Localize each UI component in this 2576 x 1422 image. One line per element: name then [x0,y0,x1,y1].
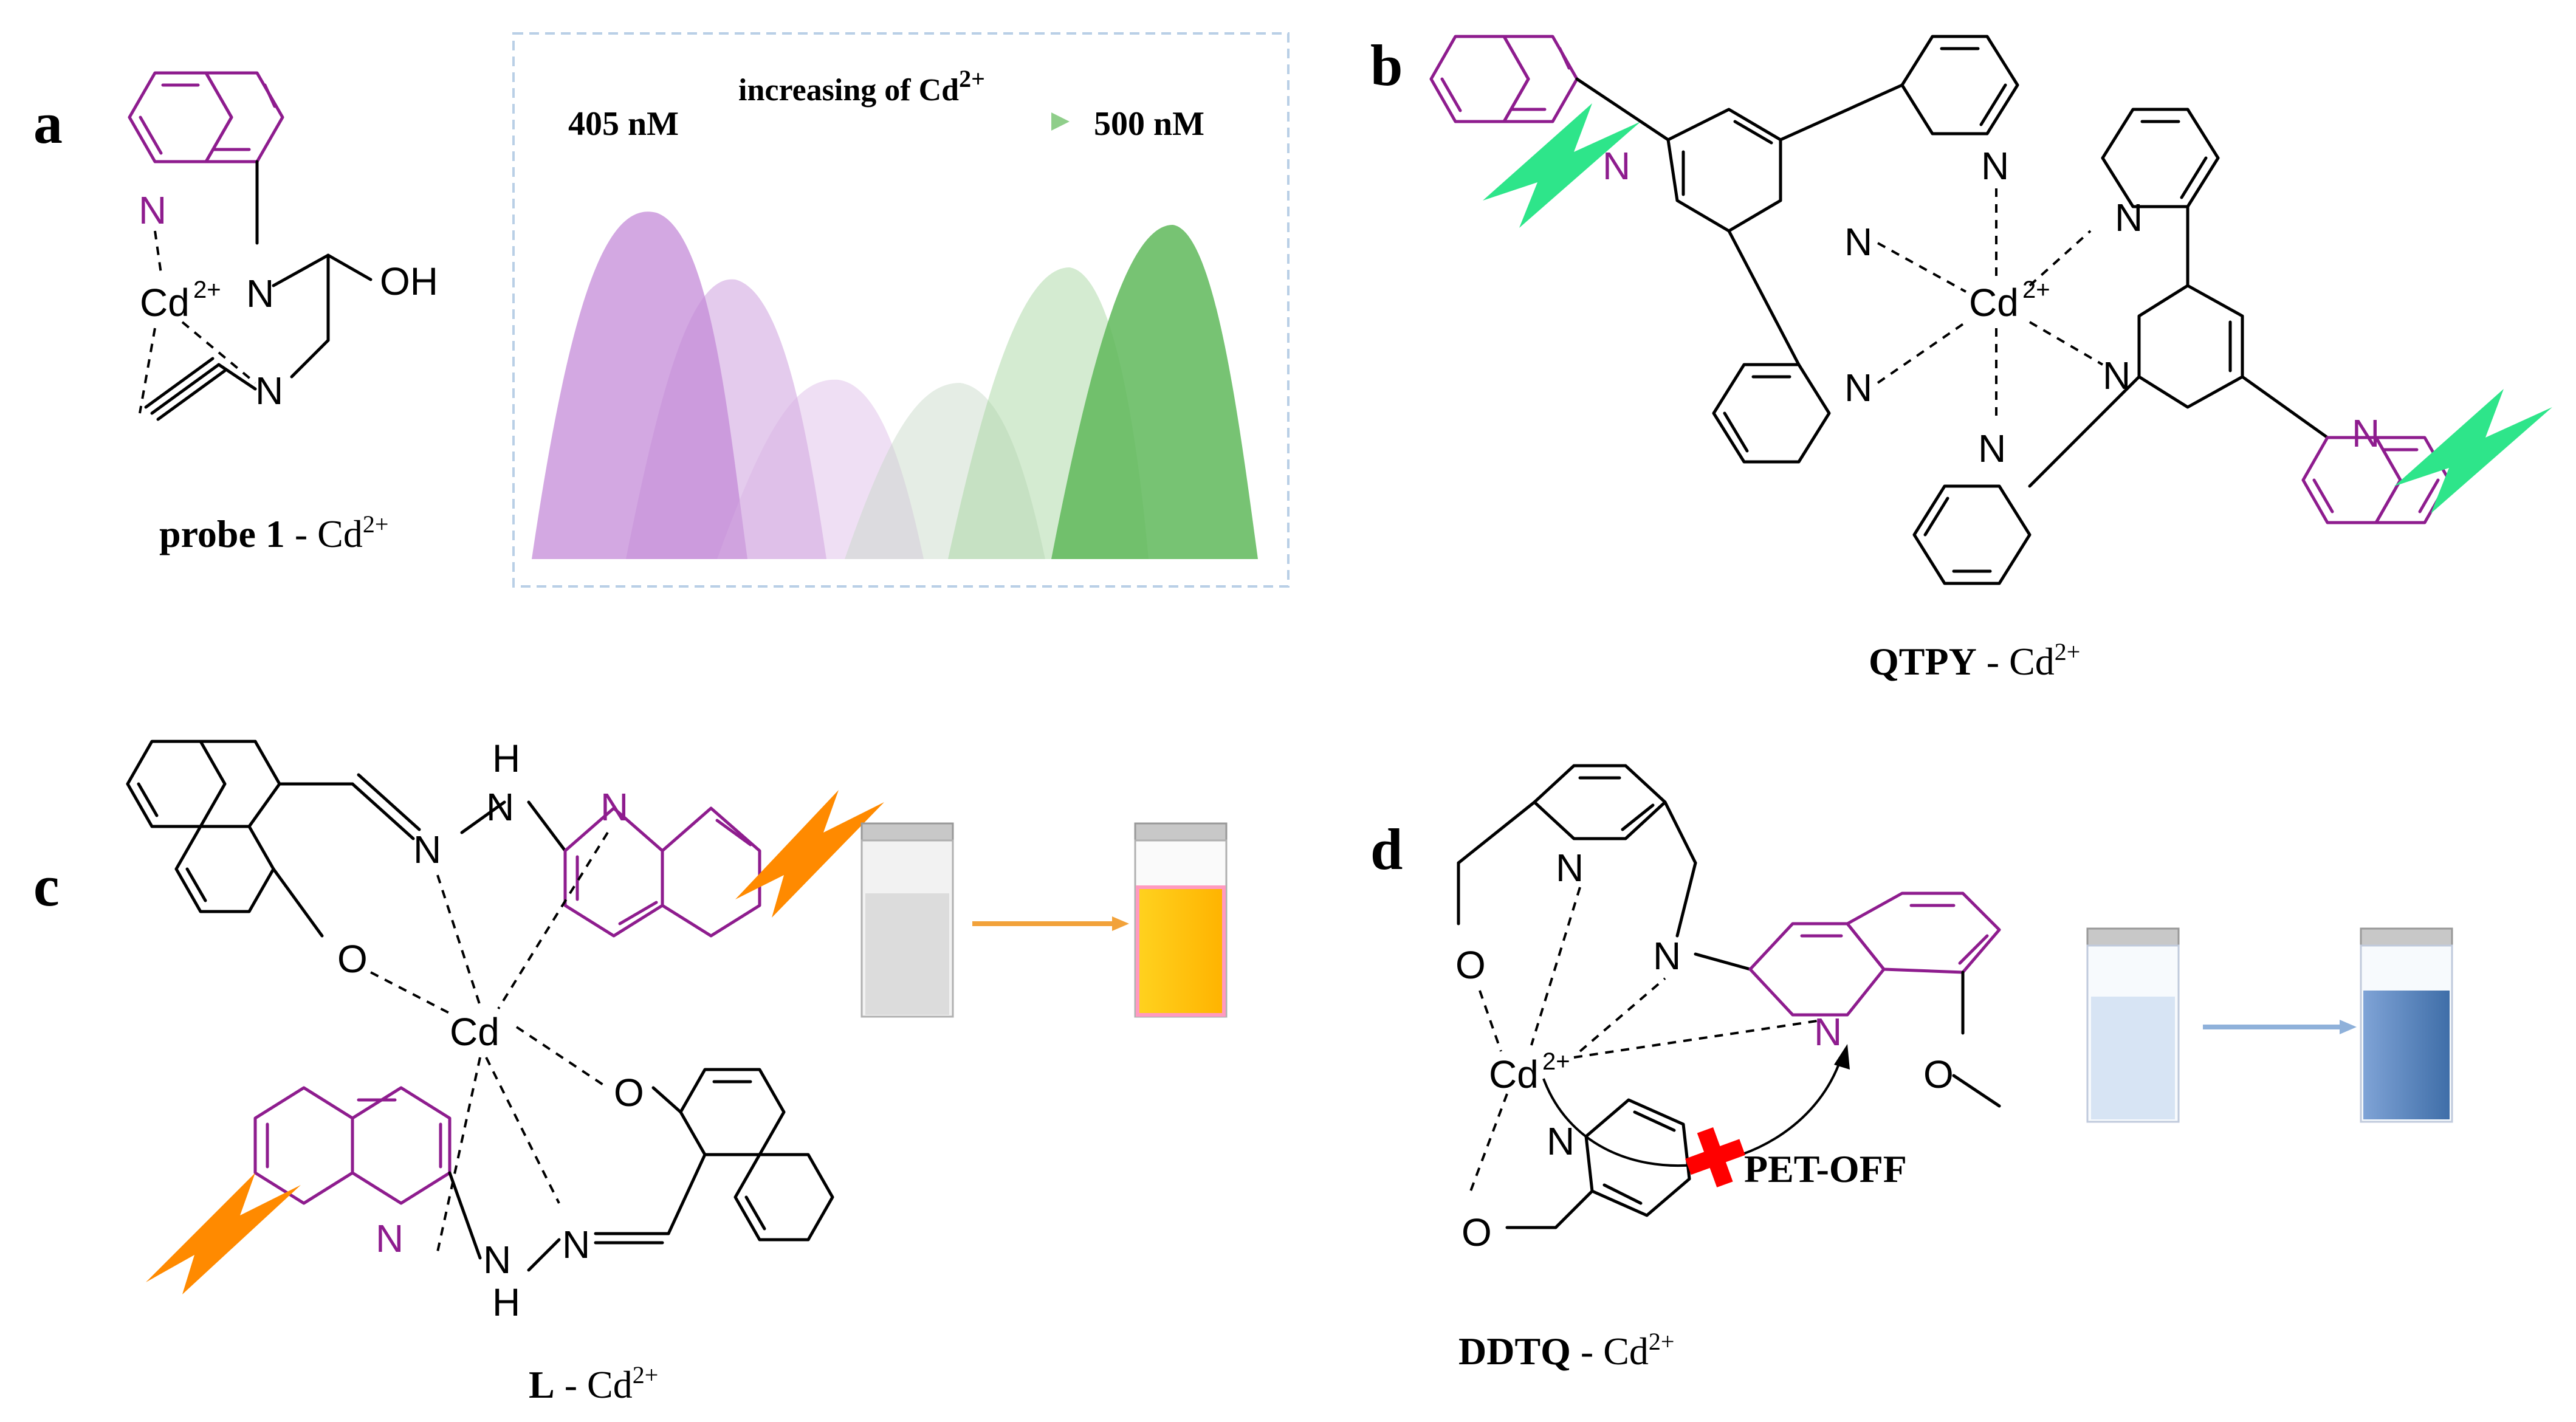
atom-o: O [1455,943,1486,987]
vial-light-blue [2086,927,2180,1123]
vial-blue [2360,927,2453,1123]
atom-o: O [337,937,368,981]
atom-n-pyridine-3: N [1844,366,1872,410]
atom-cd: Cd [1489,1053,1539,1096]
vial-yellow [1134,822,1228,1018]
atom-n-imine: N [413,828,441,871]
emission-inset: 405 nM increasing of Cd2+ 500 nM [512,32,1290,588]
panel-b: b N N N N Cd 2+ [1370,33,2552,683]
L-quinoline-top [563,806,761,938]
atom-n-quinoline-left: N [1602,144,1630,188]
panel-letter-b: b [1370,33,1403,98]
arrow-head [2340,1020,2357,1034]
caption-L: L - Cd2+ [529,1361,658,1406]
atom-n-tertiary: N [255,369,283,413]
qtpy-quinoline-left [1429,35,1579,123]
atom-n-pyridine-1: N [1981,144,2009,188]
ddtq-quinoline [1748,891,2001,1017]
peak-2 [626,279,826,559]
atom-n-pyridine-2: N [1547,1119,1575,1163]
cd-charge: 2+ [193,276,221,303]
vial-colorless [860,822,954,1018]
cd-charge: 2+ [1542,1048,1570,1075]
lightning-icon [146,1173,301,1294]
atom-cd: Cd [1969,281,2019,325]
peak-3 [717,379,924,559]
inset-end-label: 500 nM [1094,105,1204,143]
panel-letter-d: d [1370,817,1403,882]
atom-n-quinoline: N [1814,1010,1842,1054]
lightning-icon [735,790,884,918]
panel-a: a N Cd 2+ N OH N probe 1 - Cd2+ [33,32,1290,588]
atom-n-quinoline: N [600,785,628,829]
atom-n-pyridine: N [1556,846,1584,890]
panel-letter-c: c [33,853,60,918]
atom-h-2: H [492,1280,520,1324]
pet-cross-icon [1685,1127,1745,1187]
lightning-icon [2394,389,2552,514]
atom-oh: OH [380,259,438,303]
atom-n-amine: N [1653,934,1681,978]
arrow-head [1112,916,1129,931]
peak-4 [845,383,1045,559]
atom-n-quinoline-right: N [2352,411,2380,455]
atom-nh: N [486,785,514,829]
pet-off-label: PET-OFF [1744,1147,1907,1190]
atom-o-2: O [614,1071,644,1115]
atom-nh-2: N [483,1238,511,1282]
panel-c: c H N N N O Cd [33,737,1228,1406]
panel-d: d N O N N O Cd 2+ [1370,764,2453,1373]
pet-arrow-head [1834,1044,1850,1070]
L-quinoline-bottom [253,1086,452,1205]
atom-o-methoxy: O [1923,1053,1954,1096]
atom-n-pyridine-4: N [2115,196,2143,239]
atom-n-pyridine-6: N [1978,427,2006,470]
atom-o-2: O [1461,1211,1492,1254]
qtpy-quinoline-right [2301,436,2451,524]
probe1-quinoline [128,71,284,163]
lightning-icon [1483,103,1641,228]
caption-probe1: probe 1 - Cd2+ [159,510,388,555]
atom-cd: Cd [140,281,190,325]
caption-ddtq: DDTQ - Cd2+ [1458,1328,1674,1373]
peak-1 [532,211,747,559]
panel-letter-a: a [33,91,63,156]
atom-n: N [139,188,167,232]
caption-qtpy: QTPY - Cd2+ [1869,638,2080,683]
inset-start-label: 405 nM [568,105,679,143]
atom-h: H [492,737,520,780]
inset-arrow-label: increasing of Cd2+ [738,65,985,108]
atom-n-imine-2: N [562,1223,590,1266]
peak-6 [1051,225,1258,559]
atom-n-pyridine-5: N [2103,354,2131,397]
atom-n-pyridine-2: N [1844,220,1872,264]
atom-n-quinoline-2: N [376,1217,404,1260]
atom-cd: Cd [450,1010,500,1054]
atom-n-amine: N [246,272,274,315]
